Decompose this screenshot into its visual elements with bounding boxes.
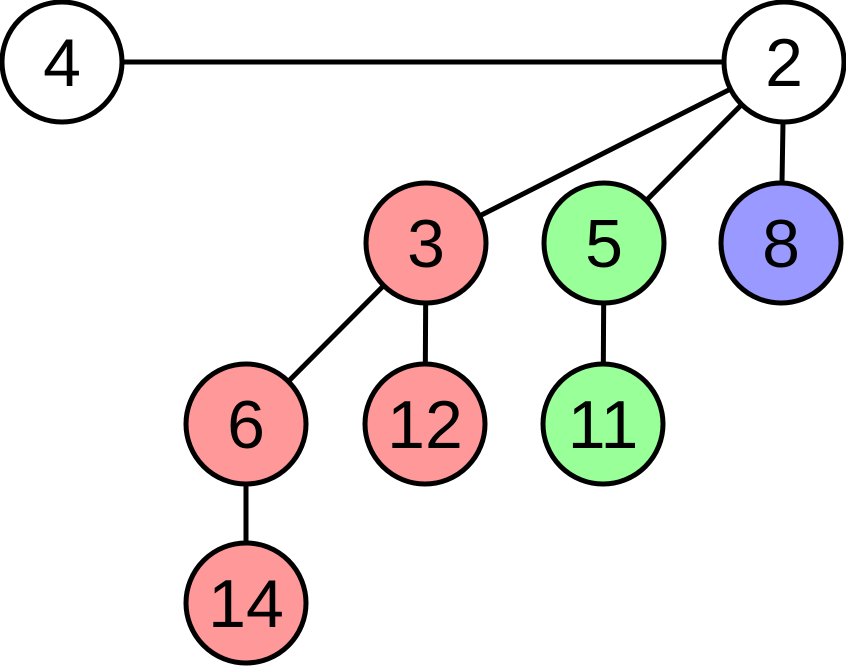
node-6: 6: [183, 361, 309, 487]
node-6-circle: [183, 361, 309, 487]
node-5-circle: [541, 180, 667, 306]
node-4-label: 4: [43, 25, 81, 101]
node-5: 5: [541, 180, 667, 306]
node-11-circle: [540, 361, 666, 487]
node-11-label: 11: [568, 387, 639, 463]
node-12-label: 12: [387, 387, 463, 463]
node-12: 12: [362, 361, 488, 487]
node-4: 4: [0, 0, 125, 125]
node-14-label: 14: [208, 566, 284, 642]
node-2-circle: [721, 0, 846, 125]
node-6-label: 6: [227, 387, 265, 463]
node-2-label: 2: [765, 25, 803, 101]
node-11: 11: [540, 361, 666, 487]
node-3-circle: [363, 180, 489, 306]
node-5-label: 5: [585, 206, 623, 282]
node-2: 2: [721, 0, 846, 125]
node-3-label: 3: [407, 206, 445, 282]
node-8-circle: [718, 180, 844, 306]
node-12-circle: [362, 361, 488, 487]
edge-2-3: [424, 59, 786, 246]
node-8-label: 8: [762, 206, 800, 282]
node-3: 3: [363, 180, 489, 306]
node-14-circle: [183, 540, 309, 666]
node-14: 14: [183, 540, 309, 666]
node-4-circle: [0, 0, 125, 125]
node-8: 8: [718, 180, 844, 306]
